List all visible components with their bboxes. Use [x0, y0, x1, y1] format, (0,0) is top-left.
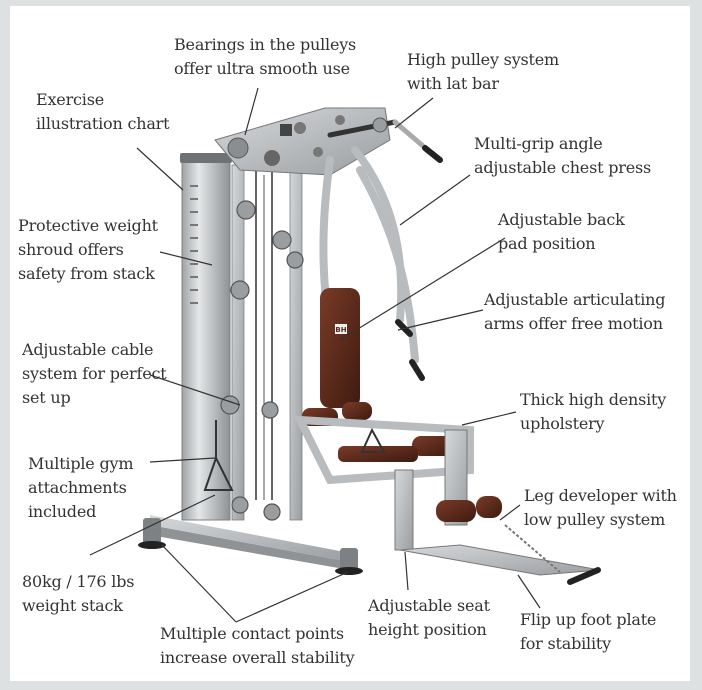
label-multi-grip: Multi-grip angle adjustable chest press	[474, 134, 651, 177]
label-leg-developer: Leg developer with low pulley system	[524, 486, 677, 529]
label-back-pad: Adjustable back pad position	[498, 210, 625, 253]
label-upholstery: Thick high density upholstery	[520, 390, 667, 433]
lat-bar	[327, 117, 443, 163]
leg-developer	[399, 496, 601, 585]
exercise-chart	[190, 185, 198, 304]
weight-shroud	[180, 153, 232, 521]
base-frame	[138, 515, 363, 575]
gym-attachment	[203, 420, 386, 491]
label-exercise-chart: Exercise illustration chart	[36, 90, 170, 133]
leader-lines	[89, 87, 541, 623]
brand-logo: BH	[335, 326, 346, 334]
seat-assembly	[293, 415, 474, 551]
press-handles	[395, 319, 425, 381]
label-contact-points: Multiple contact points increase overall…	[160, 624, 355, 667]
label-seat-height: Adjustable seat height position	[368, 596, 490, 639]
label-foot-plate: Flip up foot plate for stability	[520, 610, 657, 653]
label-articulating-arms: Adjustable articulating arms offer free …	[484, 290, 666, 333]
label-weight-shroud: Protective weight shroud offers safety f…	[18, 216, 158, 283]
upright-frame	[231, 159, 303, 521]
label-gym-attachments: Multiple gym attachments included	[28, 454, 134, 521]
label-bearings: Bearings in the pulleys offer ultra smoo…	[174, 35, 357, 78]
pulleys	[220, 200, 304, 521]
label-weight-stack: 80kg / 176 lbs weight stack	[22, 572, 135, 615]
back-pad: BH	[320, 288, 360, 408]
label-cable-system: Adjustable cable system for perfect set …	[22, 340, 167, 407]
top-pulley-plate	[214, 107, 391, 176]
label-high-pulley: High pulley system with lat bar	[407, 50, 560, 93]
